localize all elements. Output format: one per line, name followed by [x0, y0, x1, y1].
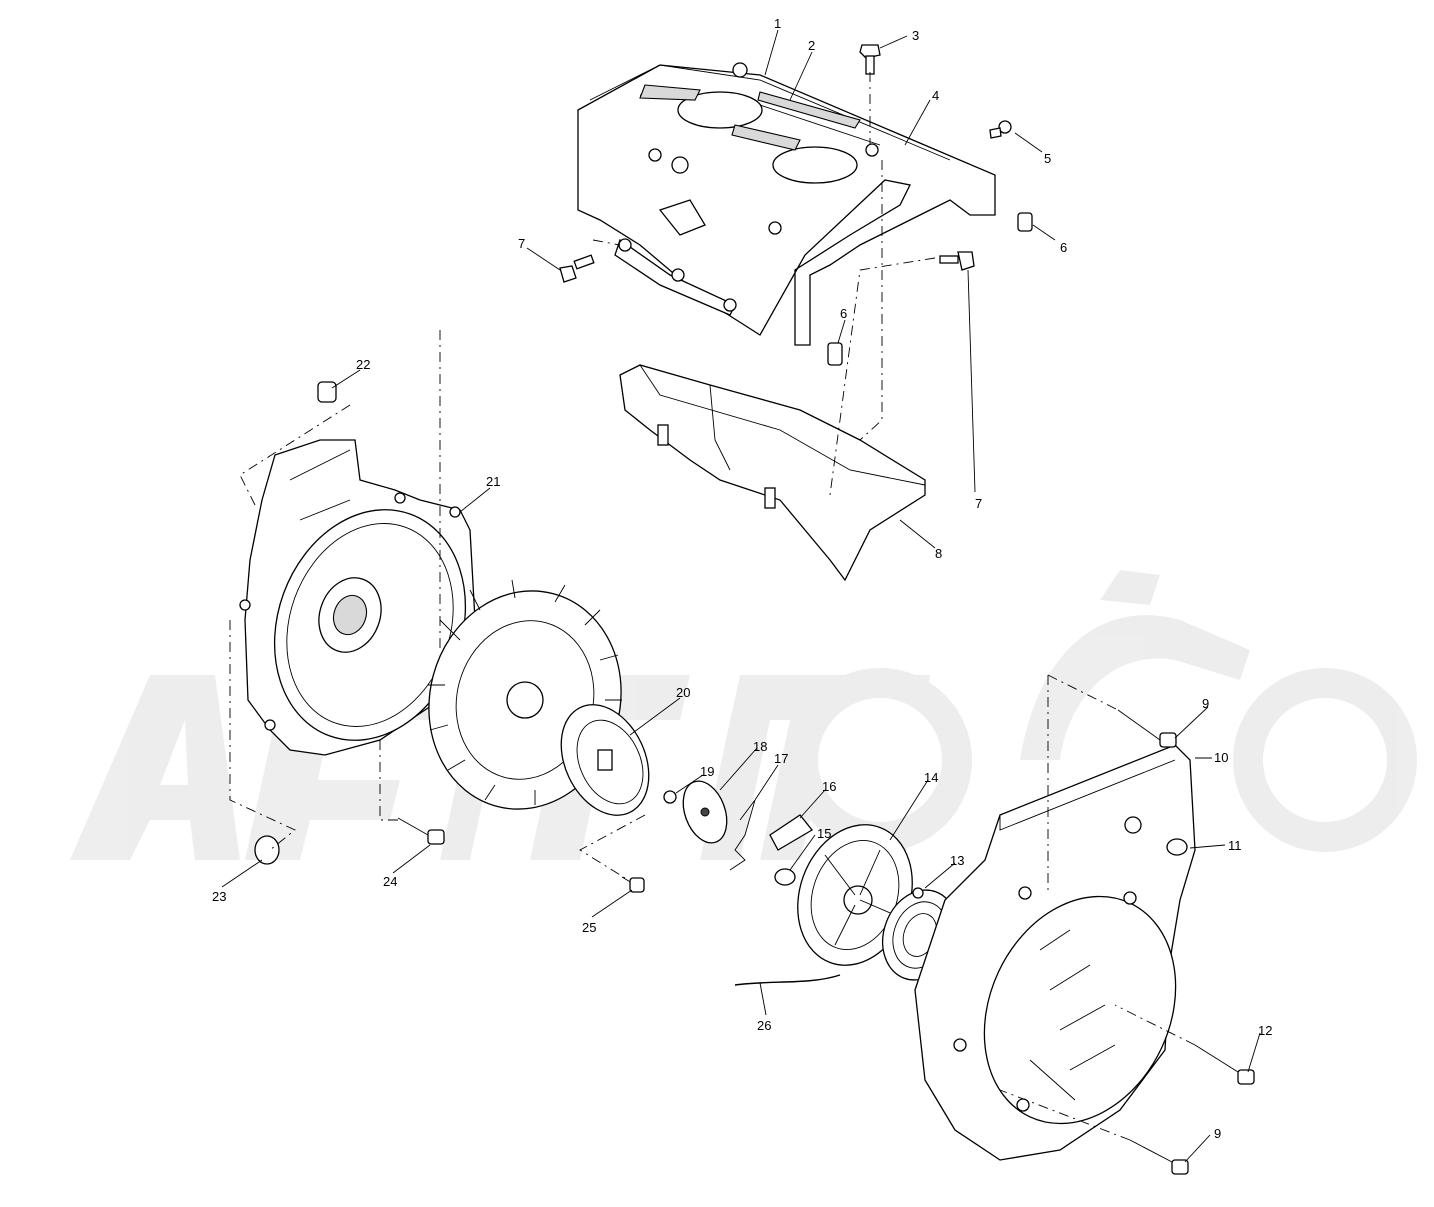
plug-part-11: [1166, 838, 1188, 856]
spacer-part-22: [317, 381, 337, 403]
callout-14: 14: [924, 770, 938, 785]
callout-13: 13: [950, 853, 964, 868]
callout-7a: 7: [518, 236, 525, 251]
nut-part-19: [663, 790, 677, 804]
recoil-housing-part-10: [914, 744, 1196, 1161]
starter-rope-part-26: [734, 974, 841, 986]
callout-15: 15: [817, 826, 831, 841]
callout-17: 17: [774, 751, 788, 766]
grommet-part-6b: [827, 342, 843, 366]
callout-20: 20: [676, 685, 690, 700]
bolt-part-7b: [939, 251, 975, 271]
bolt-part-12: [1194, 1044, 1255, 1085]
callout-9b: 9: [1214, 1126, 1221, 1141]
callout-11: 11: [1228, 838, 1242, 853]
callout-1: 1: [774, 16, 781, 31]
callout-18: 18: [753, 739, 767, 754]
callout-10: 10: [1214, 750, 1228, 765]
bolt-part-25: [621, 876, 645, 893]
callout-labels: 1 2 3 4 5 6 6 7 7 8 9 9 10 11 12 13 14 1…: [212, 16, 1272, 1141]
washer-part-18: [682, 780, 728, 844]
bolt-part-3: [859, 44, 881, 75]
fan-housing-part-21: [239, 439, 476, 756]
callout-19: 19: [700, 764, 714, 779]
callout-24: 24: [383, 874, 397, 889]
callout-6b: 6: [840, 306, 847, 321]
callout-9a: 9: [1202, 696, 1209, 711]
callout-3: 3: [912, 28, 919, 43]
callout-16: 16: [822, 779, 836, 794]
callout-7b: 7: [975, 496, 982, 511]
callout-23: 23: [212, 889, 226, 904]
callout-25: 25: [582, 920, 596, 935]
pawl-part-16: [769, 814, 813, 851]
assembly-lines: [229, 72, 1196, 1141]
callout-8: 8: [935, 546, 942, 561]
callout-2: 2: [808, 38, 815, 53]
callout-22: 22: [356, 357, 370, 372]
bolt-part-9b: [1129, 1139, 1189, 1175]
bolt-part-5: [989, 120, 1012, 139]
upper-engine-shroud: [577, 62, 996, 346]
watermark-logo: [70, 570, 1417, 860]
callout-6a: 6: [1060, 240, 1067, 255]
callout-4: 4: [932, 88, 939, 103]
grommet-part-6a: [1017, 212, 1033, 232]
spring-part-17: [729, 799, 756, 871]
ring-part-15: [774, 868, 796, 886]
circlip-part-23: [254, 835, 280, 865]
callout-12: 12: [1258, 1023, 1272, 1038]
cooling-duct-part-8: [619, 364, 926, 582]
bolt-part-9a: [1117, 709, 1177, 748]
leader-lines: [221, 29, 1261, 1163]
callout-26: 26: [757, 1018, 771, 1033]
bolt-part-24: [397, 817, 445, 845]
bolt-part-7a: [559, 254, 595, 283]
callout-5: 5: [1044, 151, 1051, 166]
callout-21: 21: [486, 474, 500, 489]
starter-pulley-part-20: [560, 704, 650, 816]
